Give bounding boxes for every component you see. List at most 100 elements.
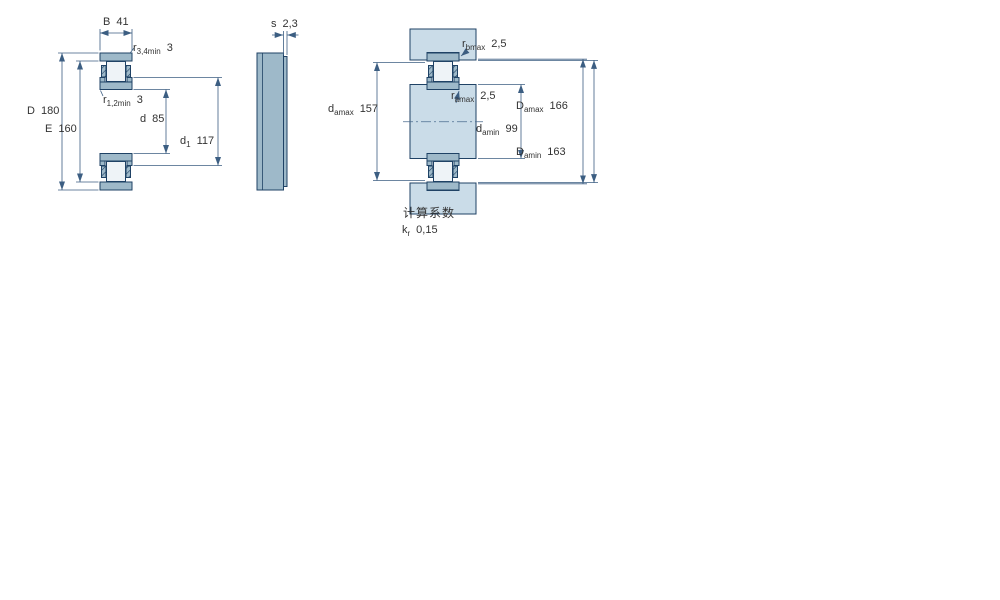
dim-subscript: bmax <box>465 43 486 53</box>
dim-value: 3 <box>136 94 143 106</box>
dim-B <box>99 29 133 51</box>
dim-symbol: E <box>45 123 53 135</box>
inner-ring-flange-bottom-left <box>99 160 106 166</box>
dim-label-d: d 85 <box>140 113 164 126</box>
dim-value: 157 <box>359 103 379 115</box>
inner-ring-flange-bottom-right <box>453 160 460 166</box>
dim-symbol: r <box>462 38 466 50</box>
dim-subscript: 3,4min <box>136 47 161 57</box>
dim-symbol: d <box>140 113 147 125</box>
dim-value: 41 <box>116 16 129 28</box>
cage-hatch-top-right <box>452 65 458 78</box>
dim-D <box>58 52 99 191</box>
middle-view-dimensions <box>272 31 299 55</box>
inner-ring-flange-top-left <box>99 77 106 83</box>
roller-top <box>106 61 126 82</box>
dim-label-damax: damax 157 <box>328 103 379 118</box>
dim-subscript: amax <box>334 108 354 118</box>
dim-label-s: s 2,3 <box>271 18 298 31</box>
dim-damin <box>478 84 525 159</box>
roller-bottom <box>106 161 126 182</box>
dim-symbol: D <box>27 105 35 117</box>
cage-hatch-bottom-right <box>452 165 458 178</box>
ring-offset-face <box>283 56 288 187</box>
cage-hatch-bottom-left <box>101 165 107 178</box>
leader-ramax <box>454 90 460 104</box>
cage-hatch-bottom-left <box>428 165 434 178</box>
inner-ring-flange-top-left <box>426 77 433 83</box>
dim-E <box>76 60 99 183</box>
dim-value: 85 <box>152 113 165 125</box>
dim-Damin <box>478 60 598 184</box>
outer-ring-top <box>99 52 133 62</box>
dim-value: 180 <box>40 105 60 117</box>
dim-label-Damin: Damin 163 <box>516 146 566 161</box>
dim-symbol: d <box>476 123 483 135</box>
dim-subscript: r <box>407 229 411 239</box>
inner-ring-flange-top-right <box>126 77 133 83</box>
inner-ring-flange-bottom-left <box>426 160 433 166</box>
dim-label-kr: kr 0,15 <box>402 224 438 239</box>
inner-ring-flange-top-right <box>453 77 460 83</box>
dim-label-B: B 41 <box>103 16 129 29</box>
dim-value: 0,15 <box>416 224 438 236</box>
inner-ring-top <box>426 81 460 90</box>
dim-label-rbmax: rbmax 2,5 <box>462 38 507 53</box>
dim-value: 99 <box>505 123 518 135</box>
dim-symbol: k <box>402 224 408 236</box>
dim-label-d1: d1 117 <box>180 135 215 150</box>
leader-r12 <box>100 90 104 97</box>
dim-damax <box>373 62 425 181</box>
dim-value: 2,5 <box>491 38 507 50</box>
dim-subscript: 1,2min <box>106 99 131 109</box>
dim-symbol: D <box>516 100 524 112</box>
dim-subscript: 1 <box>186 140 191 150</box>
dim-value: 3 <box>166 42 173 54</box>
dim-value: 2,5 <box>480 90 496 102</box>
dim-value: 2,3 <box>282 18 298 30</box>
dim-value: 117 <box>196 135 215 147</box>
left-view-bearing-section <box>99 52 133 191</box>
inner-ring-bottom <box>99 153 133 162</box>
dim-symbol: d <box>328 103 335 115</box>
dim-label-D: D 180 <box>27 105 59 118</box>
outer-ring-top <box>426 52 460 62</box>
dim-subscript: amin <box>523 151 542 161</box>
dim-symbol: r <box>103 94 107 106</box>
dim-label-r34min: r3,4min 3 <box>133 42 173 57</box>
dim-label-damin: damin 99 <box>476 123 518 138</box>
outer-ring-bottom <box>99 181 133 191</box>
dim-d1 <box>133 77 222 166</box>
roller-bottom <box>433 161 453 182</box>
outer-ring-bottom <box>426 181 460 191</box>
dim-subscript: amax <box>454 95 475 105</box>
dim-symbol: D <box>516 146 524 158</box>
dim-symbol: r <box>133 42 137 54</box>
right-view-dimensions <box>373 48 598 185</box>
dim-label-ramax: ramax 2,5 <box>451 90 496 105</box>
dim-subscript: amin <box>482 128 500 138</box>
cage-hatch-top-right <box>125 65 131 78</box>
cage-hatch-top-left <box>428 65 434 78</box>
inner-ring-flange-bottom-right <box>126 160 133 166</box>
inner-ring-top <box>99 81 133 90</box>
dim-value: 163 <box>547 146 566 158</box>
dim-d <box>133 89 170 154</box>
cage-hatch-bottom-right <box>125 165 131 178</box>
dim-symbol: r <box>451 90 455 102</box>
dim-Damax <box>478 58 587 185</box>
dim-subscript: amax <box>523 105 544 115</box>
calculation-factors-heading: 计算系数 <box>403 206 456 220</box>
dim-label-r12min: r1,2min 3 <box>103 94 143 109</box>
dim-symbol: B <box>103 16 111 28</box>
leader-rbmax <box>460 48 470 57</box>
dim-symbol: d <box>180 135 187 147</box>
bearing-side-body <box>256 52 284 191</box>
dim-value: 166 <box>549 100 568 112</box>
dim-symbol: s <box>271 18 277 30</box>
middle-view-side <box>256 52 288 191</box>
left-view-dimensions <box>58 29 222 191</box>
